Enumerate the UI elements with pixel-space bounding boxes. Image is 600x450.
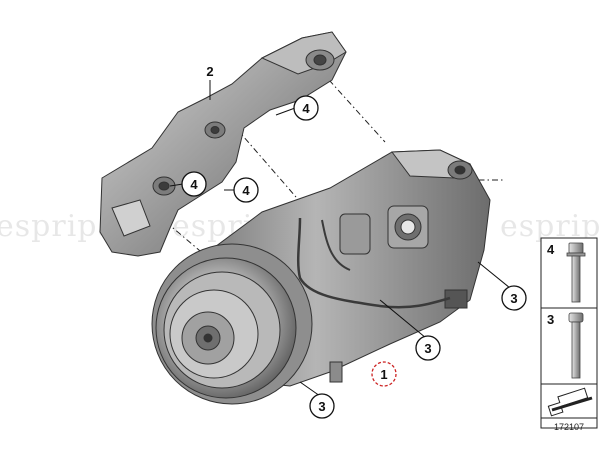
socket-bolt-icon [568, 312, 584, 379]
leader-lines [165, 69, 505, 257]
watermark-text-1: espripa [0, 209, 116, 244]
callout-4-right: 4 [233, 177, 259, 203]
callout-4-left: 4 [181, 171, 207, 197]
callout-3-bottom-label: 3 [318, 399, 325, 414]
callout-3-right-label: 3 [510, 291, 517, 306]
callout-2: 2 [206, 64, 213, 79]
direction-arrow-icon [547, 387, 593, 417]
callout-3-middle-label: 3 [424, 341, 431, 356]
callout-4-right-label: 4 [242, 183, 250, 198]
pulley [151, 243, 313, 405]
legend-bolt-top-label: 4 [547, 242, 555, 257]
callout-1-highlighted: 1 [371, 361, 397, 387]
diagram-reference-number: 172107 [554, 422, 584, 432]
callout-1-label: 1 [380, 367, 387, 382]
callout-3-right: 3 [501, 285, 527, 311]
callout-2-label: 2 [206, 64, 213, 79]
callout-leaders [169, 80, 511, 397]
fastener-legend: 4 3 172107 [540, 237, 598, 432]
mounting-bracket [99, 31, 347, 257]
callout-3-bottom: 3 [309, 393, 335, 419]
hex-bolt-icon [566, 242, 586, 303]
callout-4-top: 4 [293, 95, 319, 121]
legend-bolt-bottom-label: 3 [547, 312, 554, 327]
callout-3-middle: 3 [415, 335, 441, 361]
callout-4-top-label: 4 [302, 101, 310, 116]
callout-4-left-label: 4 [190, 177, 198, 192]
